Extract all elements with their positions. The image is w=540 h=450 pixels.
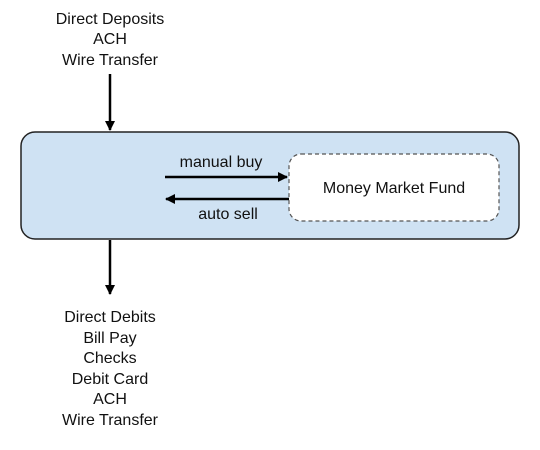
outflow-destinations: Direct Debits Bill Pay Checks Debit Card…	[62, 309, 159, 429]
outflow-line-1: Direct Debits	[64, 309, 156, 326]
outflow-line-2: Bill Pay	[83, 330, 136, 347]
outflow-line-4: Debit Card	[72, 371, 148, 388]
outflow-line-5: ACH	[93, 391, 127, 408]
money-market-fund-label: Money Market Fund	[323, 180, 465, 197]
outflow-line-6: Wire Transfer	[62, 412, 159, 429]
money-market-fund-box	[288, 153, 500, 222]
auto-sell-label: auto sell	[198, 206, 258, 223]
outflow-line-3: Checks	[83, 350, 136, 367]
inflow-line-2: ACH	[93, 31, 127, 48]
inflow-sources: Direct Deposits ACH Wire Transfer	[56, 11, 164, 69]
manual-buy-label: manual buy	[180, 154, 263, 171]
inflow-line-1: Direct Deposits	[56, 11, 164, 28]
inflow-line-3: Wire Transfer	[62, 52, 159, 69]
